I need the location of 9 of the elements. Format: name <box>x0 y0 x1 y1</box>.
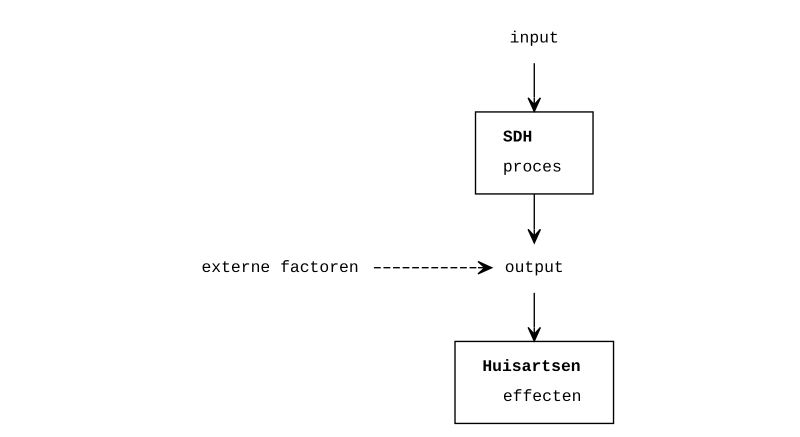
node-box: SDH proces <box>474 111 594 195</box>
node-text: output <box>504 258 564 277</box>
node-box: Huisartsen effecten <box>454 340 614 424</box>
arrow <box>527 63 542 112</box>
node-text: externe factoren <box>201 258 359 277</box>
arrow <box>527 292 542 342</box>
arrow <box>527 194 542 244</box>
node-text: input <box>510 28 559 48</box>
arrow <box>374 260 492 275</box>
